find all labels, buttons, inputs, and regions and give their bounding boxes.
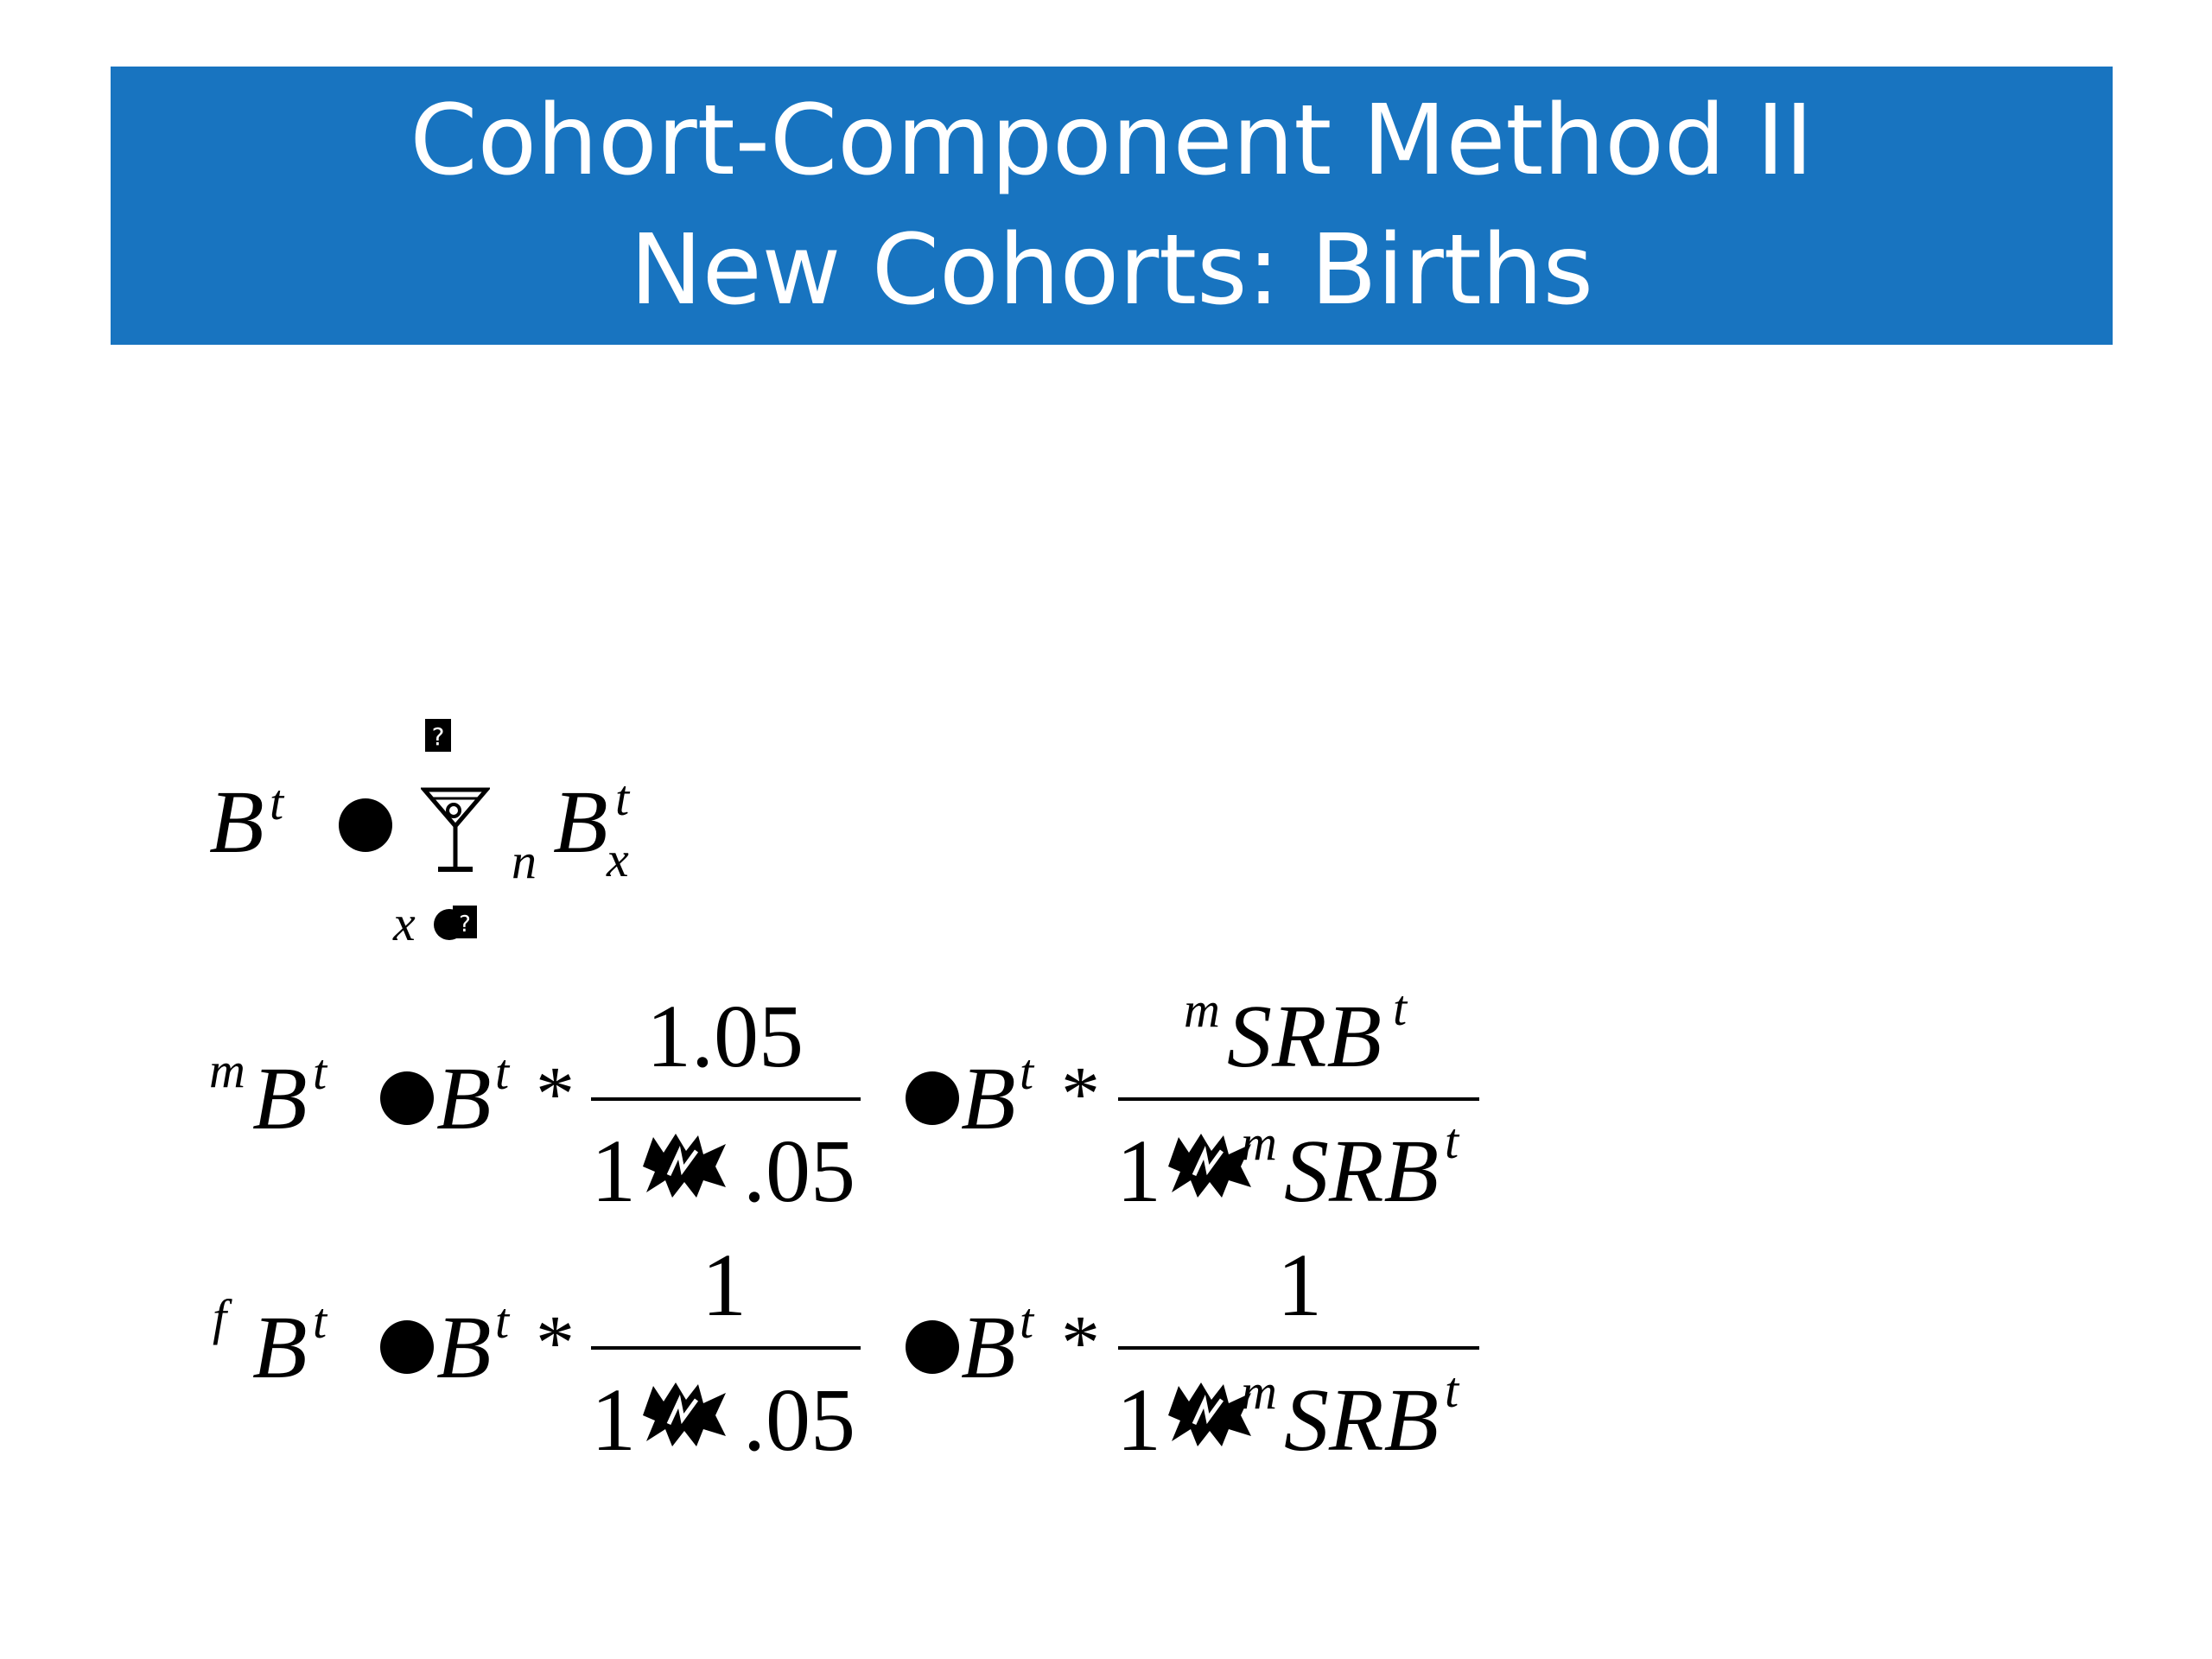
eq2-frac2-num: SRB xyxy=(1227,987,1382,1086)
burst-icon xyxy=(643,1134,726,1198)
eq3-lhs: B xyxy=(252,1298,308,1397)
slide-title-line1: Cohort-Component Method II xyxy=(410,85,1814,197)
eq3-pre-sup: f xyxy=(213,1289,227,1345)
eq2-frac1-den-one: 1 xyxy=(591,1122,636,1221)
burst-icon xyxy=(1168,1382,1251,1446)
eq1-lhs: B xyxy=(209,772,264,872)
svg-text:?: ? xyxy=(459,912,471,938)
eq3-frac1-den-tail: .05 xyxy=(743,1370,855,1470)
equals-dot xyxy=(380,1071,434,1125)
eq3-frac1-num: 1 xyxy=(702,1236,747,1335)
eq3-b2-sup: t xyxy=(1020,1293,1034,1349)
eq2-b1-sup: t xyxy=(495,1044,510,1100)
eq3-frac2-den-pre: m xyxy=(1241,1363,1277,1420)
eq2-frac2-den-sup: t xyxy=(1445,1113,1459,1169)
burst-icon xyxy=(1168,1134,1251,1198)
burst-icon xyxy=(643,1382,726,1446)
eq1-lhs-sup: t xyxy=(270,774,284,830)
eq3-frac1-bar xyxy=(591,1346,861,1350)
svg-text:?: ? xyxy=(432,722,445,751)
eq3-frac2-den-one: 1 xyxy=(1116,1370,1161,1470)
eq3-frac2-num: 1 xyxy=(1277,1236,1322,1335)
eq3-frac2-den-sup: t xyxy=(1445,1362,1459,1418)
eq2-frac1-bar xyxy=(591,1097,861,1101)
eq2-lhs: B xyxy=(252,1049,308,1148)
missing-glyph-icon: ? xyxy=(425,719,451,752)
equals-dot xyxy=(339,798,392,852)
equals-dot xyxy=(906,1320,959,1374)
missing-glyph-icon: ? xyxy=(434,906,477,940)
eq2-frac2-den-pre: m xyxy=(1241,1115,1277,1171)
eq2-frac1-den-tail: .05 xyxy=(743,1122,855,1221)
eq1-term-sub: x xyxy=(607,831,629,887)
eq1-term-pre: n xyxy=(512,833,537,889)
eq3-lhs-sup: t xyxy=(313,1293,327,1349)
eq3-star1: * xyxy=(536,1300,575,1386)
eq3-b1: B xyxy=(436,1298,492,1397)
title-banner: Cohort-Component Method II New Cohorts: … xyxy=(111,67,2113,345)
eq2-frac1-num: 1.05 xyxy=(646,987,804,1086)
eq1-sum-sub: x xyxy=(393,895,416,951)
eq2-lhs-sup: t xyxy=(313,1044,327,1100)
eq1-term: B xyxy=(553,772,608,872)
eq3-b2: B xyxy=(961,1298,1016,1397)
eq3-b1-sup: t xyxy=(495,1293,510,1349)
martini-glass-icon xyxy=(421,787,490,872)
eq2-pre-sup: m xyxy=(209,1042,245,1098)
eq2-frac2-num-sup: t xyxy=(1393,980,1408,1036)
equals-dot xyxy=(380,1320,434,1374)
eq2-frac2-den-one: 1 xyxy=(1116,1122,1161,1221)
equals-dot xyxy=(906,1071,959,1125)
eq3-frac1-den-one: 1 xyxy=(591,1370,636,1470)
eq1-term-sup: t xyxy=(615,770,630,826)
eq3-frac2-den: SRB xyxy=(1284,1370,1440,1470)
slide-title-line2: New Cohorts: Births xyxy=(629,214,1594,327)
eq2-frac2-den: SRB xyxy=(1284,1122,1440,1221)
eq2-star1: * xyxy=(536,1052,575,1137)
eq2-star2: * xyxy=(1061,1052,1100,1137)
eq2-b2: B xyxy=(961,1049,1016,1148)
eq2-b2-sup: t xyxy=(1020,1044,1034,1100)
eq2-frac2-bar xyxy=(1118,1097,1479,1101)
eq3-frac2-bar xyxy=(1118,1346,1479,1350)
eq2-frac2-num-pre: m xyxy=(1184,982,1220,1038)
eq2-b1: B xyxy=(436,1049,492,1148)
eq3-star2: * xyxy=(1061,1300,1100,1386)
